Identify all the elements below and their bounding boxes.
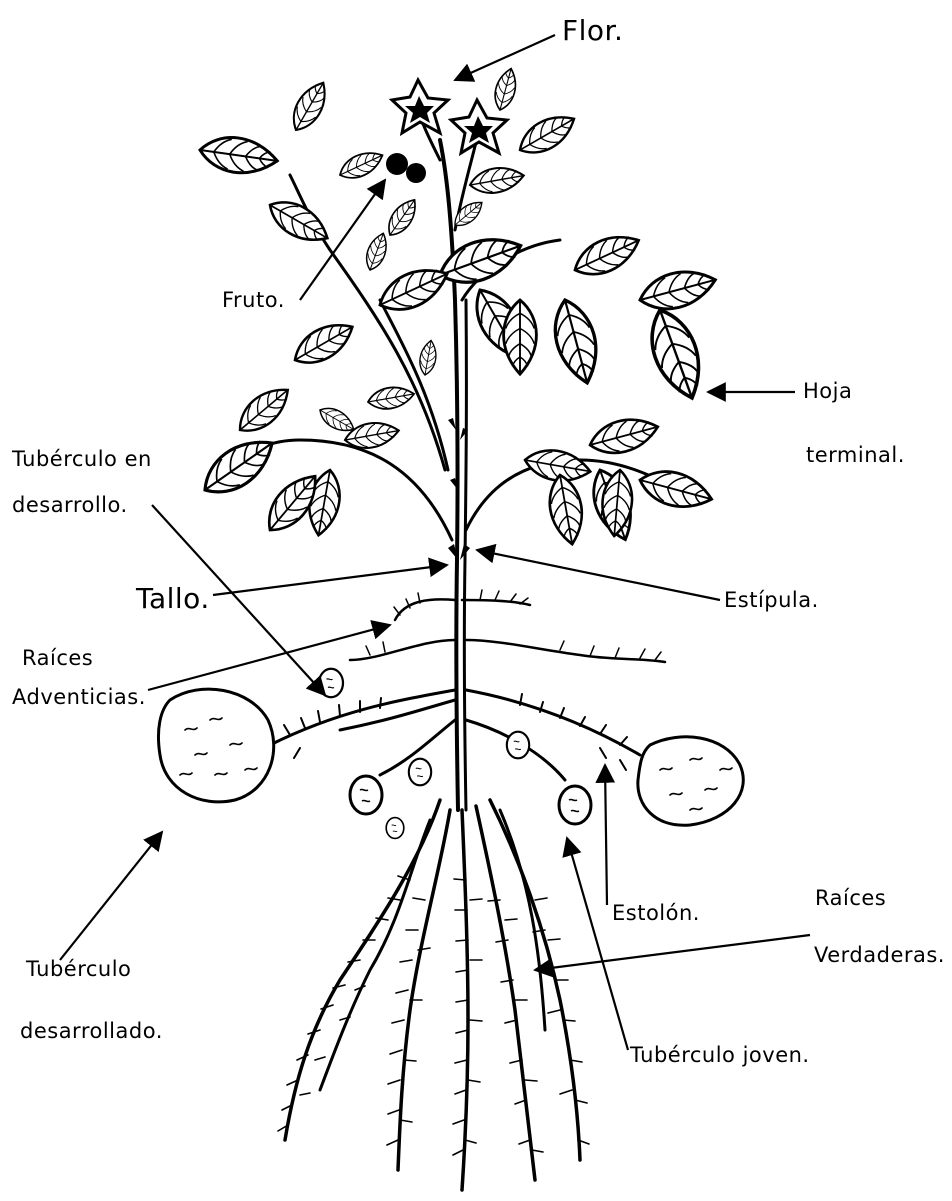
label-raices-adv-line2: Adventicias.: [12, 685, 146, 709]
label-tallo: Tallo.: [135, 582, 210, 615]
label-hoja-line1: Hoja: [803, 379, 852, 403]
label-raices-verd-line1: Raíces: [815, 886, 886, 910]
arrow-estolon: [605, 765, 607, 905]
label-arrows: [60, 35, 810, 1050]
true-roots: [278, 800, 589, 1190]
label-tuberculo-desarrollo-line1: Tubérculo en: [11, 447, 152, 471]
label-estolon: Estolón.: [612, 901, 700, 925]
labels: Flor. Fruto. Hoja terminal. Tubérculo en…: [11, 14, 945, 1067]
plant-drawing: [158, 66, 743, 1190]
arrow-tuberculo-des: [60, 832, 162, 960]
label-raices-verd-line2: Verdaderas.: [814, 943, 945, 967]
arrow-tallo: [213, 565, 447, 595]
tuber-large-left: [158, 689, 273, 802]
arrow-tuberculo-joven: [567, 838, 628, 1050]
label-fruto: Fruto.: [222, 288, 285, 312]
label-estipula: Estípula.: [724, 588, 819, 612]
label-tuberculo-desarrollo-line2: desarrollo.: [12, 493, 128, 517]
flower-left: [392, 80, 448, 133]
arrow-estipula: [477, 550, 720, 600]
tuber-large-right: [638, 737, 743, 825]
label-raices-adv-line1: Raíces: [22, 646, 93, 670]
label-tuberculo-joven: Tubérculo joven.: [629, 1043, 810, 1067]
label-tuberculo-des-line2: desarrollado.: [20, 1019, 163, 1043]
label-tuberculo-des-line1: Tubérculo: [25, 957, 131, 981]
label-hoja-line2: terminal.: [806, 443, 905, 467]
label-flor: Flor.: [562, 14, 623, 47]
arrow-raices-verd: [535, 935, 810, 970]
